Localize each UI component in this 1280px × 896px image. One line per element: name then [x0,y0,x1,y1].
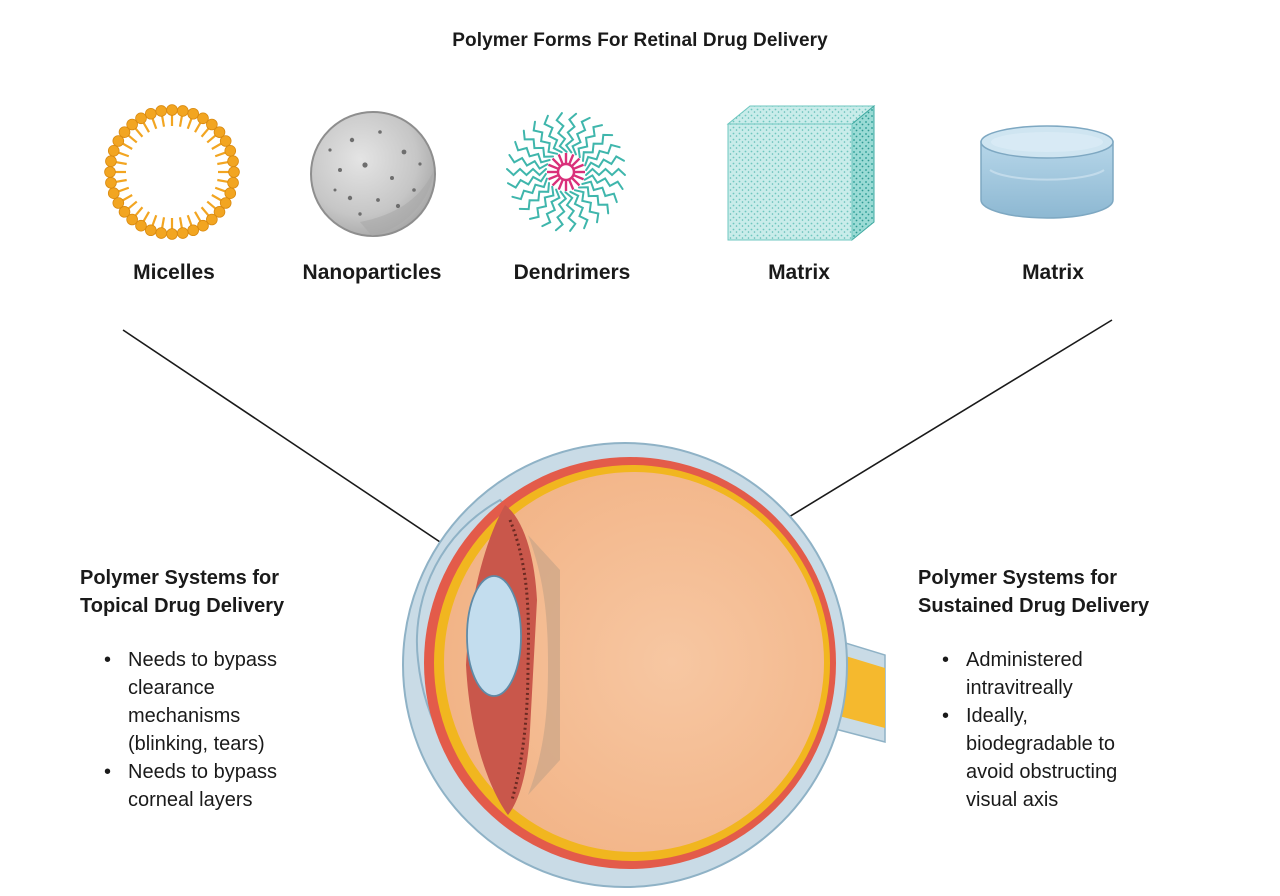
eye-illustration [402,442,886,888]
sustained-heading-line1: Polymer Systems for [918,567,1117,589]
bullet-line: Ideally, [966,705,1028,727]
list-item: Needs to bypass clearance mechanisms (bl… [80,646,420,758]
bullet-line: avoid obstructing [966,761,1118,783]
bullet-line: mechanisms [128,705,241,727]
sustained-delivery-panel: Polymer Systems for Sustained Drug Deliv… [918,564,1258,814]
bullet-line: Needs to bypass [128,761,277,783]
topical-heading: Polymer Systems for Topical Drug Deliver… [80,564,420,620]
bullet-line: corneal layers [128,789,253,811]
dendrimer-icon [506,112,626,232]
bullet-line: biodegradable to [966,733,1116,755]
bullet-line: Administered [966,649,1083,671]
matrix-cube-label: Matrix [768,261,830,284]
list-item: Administered intravitreally [918,646,1258,702]
list-item: Ideally, biodegradable to avoid obstruct… [918,702,1258,814]
matrix-cube-icon [726,104,876,242]
list-item: Needs to bypass corneal layers [80,758,420,814]
bullet-line: clearance [128,677,215,699]
topical-bullet-list: Needs to bypass clearance mechanisms (bl… [80,646,420,814]
micelles-label: Micelles [133,261,215,284]
sustained-heading: Polymer Systems for Sustained Drug Deliv… [918,564,1258,620]
diagram-title: Polymer Forms For Retinal Drug Delivery [452,30,828,51]
bullet-line: intravitreally [966,677,1073,699]
bullet-line: Needs to bypass [128,649,277,671]
micelle-icon [104,104,240,240]
nanoparticles-label: Nanoparticles [302,261,442,284]
matrix-disc-label: Matrix [1022,261,1084,284]
topical-arrow [122,329,457,553]
bullet-line: (blinking, tears) [128,733,265,755]
sustained-bullet-list: Administered intravitreally Ideally, bio… [918,646,1258,814]
topical-heading-line2: Topical Drug Delivery [80,595,285,617]
sustained-heading-line2: Sustained Drug Delivery [918,595,1150,617]
matrix-disc-icon [980,125,1114,219]
nanoparticle-icon [310,111,436,237]
topical-delivery-panel: Polymer Systems for Topical Drug Deliver… [80,564,420,814]
bullet-line: visual axis [966,789,1059,811]
dendrimers-label: Dendrimers [513,261,631,284]
topical-heading-line1: Polymer Systems for [80,567,279,589]
